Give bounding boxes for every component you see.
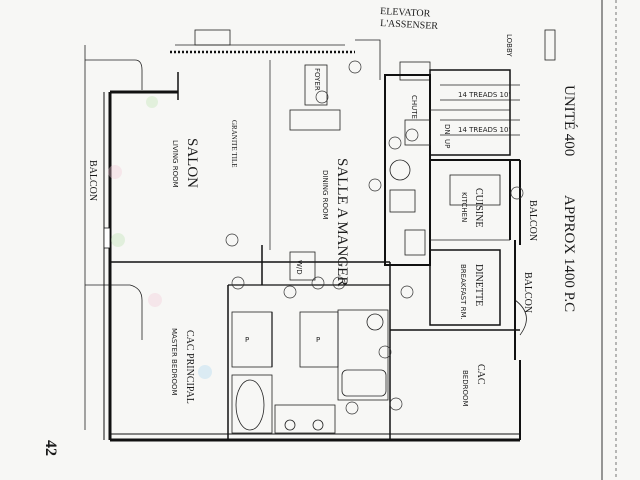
closet-p1: P bbox=[245, 336, 249, 344]
room-bedroom: BEDROOM bbox=[461, 370, 469, 407]
stairs-treads-top: 14 TREADS 10' bbox=[458, 91, 510, 99]
room-chute: CHUTE bbox=[410, 95, 418, 119]
page-number: 42 bbox=[42, 440, 59, 456]
closet-p2: P bbox=[316, 336, 320, 344]
room-cac: CAC bbox=[475, 364, 486, 385]
room-cuisine: CUISINE bbox=[473, 188, 484, 227]
watermark-dots bbox=[108, 96, 212, 379]
stair-area bbox=[440, 29, 556, 136]
room-balcon-left: BALCON bbox=[87, 160, 98, 201]
room-foyer: FOYER bbox=[313, 68, 321, 91]
room-cac-principal: CAC PRINCIPAL bbox=[184, 330, 195, 404]
room-balcon-right: BALCON bbox=[522, 272, 533, 313]
left-balcony-frame bbox=[84, 45, 143, 430]
room-granite-tile: GRANITE TILE bbox=[230, 120, 238, 168]
room-master-bedroom: MASTER BEDROOM bbox=[170, 328, 178, 396]
stairs-treads-bottom: 14 TREADS 10' bbox=[458, 126, 510, 134]
left-exterior-wall bbox=[103, 72, 179, 440]
room-salon: SALON bbox=[184, 138, 200, 188]
room-wd: W/D bbox=[295, 260, 303, 275]
stairs-dn: DN bbox=[443, 124, 451, 135]
room-kitchen: KITCHEN bbox=[460, 192, 468, 222]
lobby-label: LOBBY bbox=[505, 34, 513, 57]
room-salle-a-manger: SALLE A MANGER bbox=[334, 158, 350, 286]
room-balcon-right-top: BALCON bbox=[527, 200, 538, 241]
elevator-label: ELEVATOR bbox=[380, 6, 431, 20]
room-breakfast-rm: BREAKFAST RM. bbox=[459, 264, 467, 320]
room-dining-room: DINING ROOM bbox=[321, 170, 329, 220]
area-label: APPROX 1400 P.C bbox=[561, 195, 577, 312]
room-living-room: LIVING ROOM bbox=[171, 140, 179, 188]
elevator-fr-label: L'ASSENSER bbox=[380, 18, 439, 32]
dimension-markers bbox=[225, 60, 524, 415]
stairs-up: UP bbox=[443, 139, 451, 148]
bottom-exterior-wall bbox=[110, 360, 521, 442]
unit-label: UNITÉ 400 bbox=[561, 85, 578, 156]
interior-walls bbox=[110, 60, 527, 440]
room-dinette: DINETTE bbox=[473, 264, 484, 306]
